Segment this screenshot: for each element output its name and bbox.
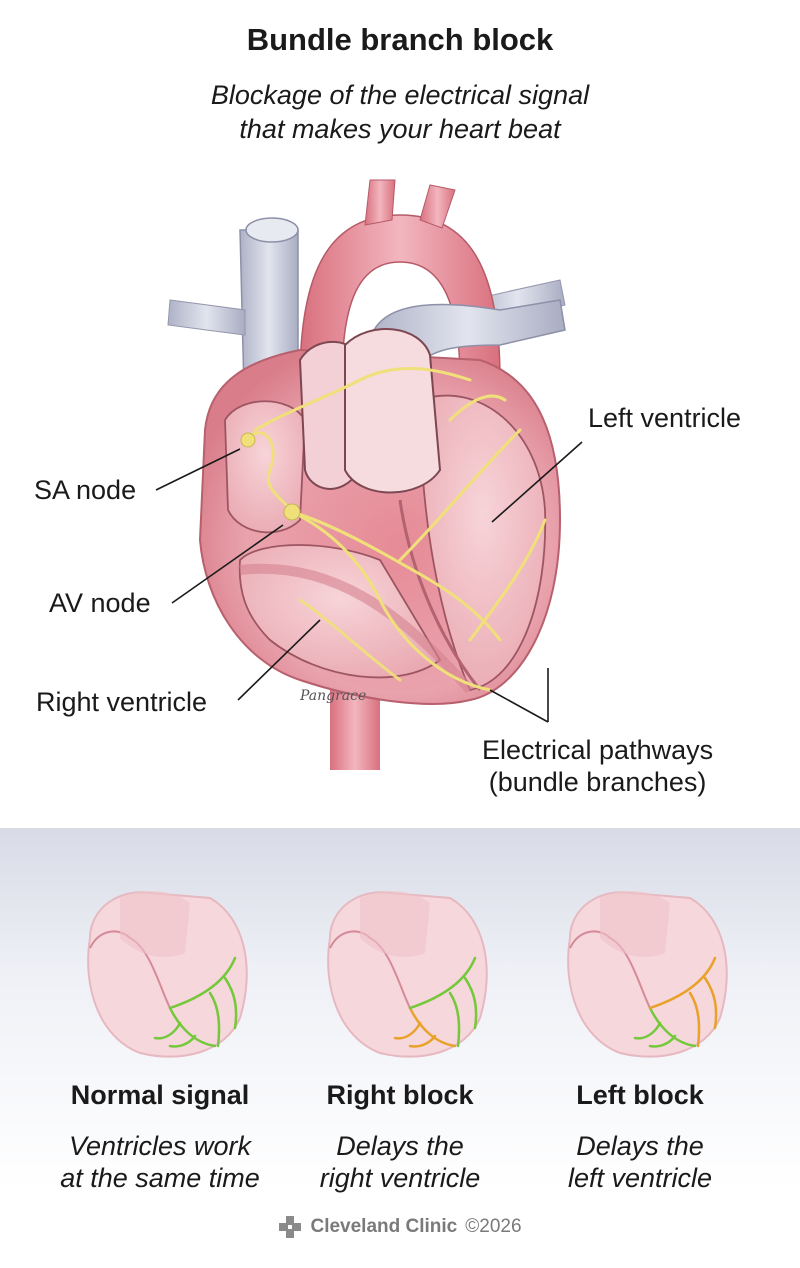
artist-signature: Pangrace xyxy=(299,688,366,704)
pulmonary-vein-left xyxy=(168,300,245,335)
panel-right-block: Right block Delays the right ventricle xyxy=(275,868,525,1228)
panel-title: Left block xyxy=(515,1080,765,1111)
description-line-2: right ventricle xyxy=(275,1162,525,1194)
label-electrical-pathways: Electrical pathways (bundle branches) xyxy=(482,734,713,798)
panel-title: Normal signal xyxy=(35,1080,285,1111)
panel-description: Delays the right ventricle xyxy=(275,1130,525,1194)
sa-node-marker xyxy=(241,433,255,447)
label-sa-node: SA node xyxy=(34,474,136,506)
panel-title: Right block xyxy=(275,1080,525,1111)
aortic-branch-1 xyxy=(365,180,395,225)
panel-left-block: Left block Delays the left ventricle xyxy=(515,868,765,1228)
leader-pathways-1 xyxy=(490,690,548,722)
description-line-1: Ventricles work xyxy=(35,1130,285,1162)
comparison-section: Normal signal Ventricles work at the sam… xyxy=(0,828,800,1268)
footer-brand: Cleveland Clinic xyxy=(310,1216,457,1238)
heart-mini-left-block xyxy=(540,868,740,1068)
pathways-line-1: Electrical pathways xyxy=(482,734,713,766)
description-line-1: Delays the xyxy=(515,1130,765,1162)
description-line-2: left ventricle xyxy=(515,1162,765,1194)
cleveland-clinic-cross-icon xyxy=(278,1215,302,1239)
aortic-valve xyxy=(345,329,440,493)
footer-copyright: ©2026 xyxy=(465,1216,521,1238)
pathways-line-2: (bundle branches) xyxy=(482,766,713,798)
label-left-ventricle: Left ventricle xyxy=(588,402,741,434)
footer: Cleveland Clinic ©2026 xyxy=(0,1212,800,1242)
panel-description: Ventricles work at the same time xyxy=(35,1130,285,1194)
label-right-ventricle: Right ventricle xyxy=(36,686,207,718)
av-node-marker xyxy=(284,504,300,520)
description-line-2: at the same time xyxy=(35,1162,285,1194)
label-av-node: AV node xyxy=(49,587,151,619)
description-line-1: Delays the xyxy=(275,1130,525,1162)
heart-mini-normal xyxy=(60,868,260,1068)
aortic-branch-2 xyxy=(420,185,455,228)
main-illustration-area: Bundle branch block Blockage of the elec… xyxy=(0,0,800,828)
panel-normal-signal: Normal signal Ventricles work at the sam… xyxy=(35,868,285,1228)
heart-mini-right-block xyxy=(300,868,500,1068)
panel-description: Delays the left ventricle xyxy=(515,1130,765,1194)
vena-cava-opening xyxy=(246,218,298,242)
